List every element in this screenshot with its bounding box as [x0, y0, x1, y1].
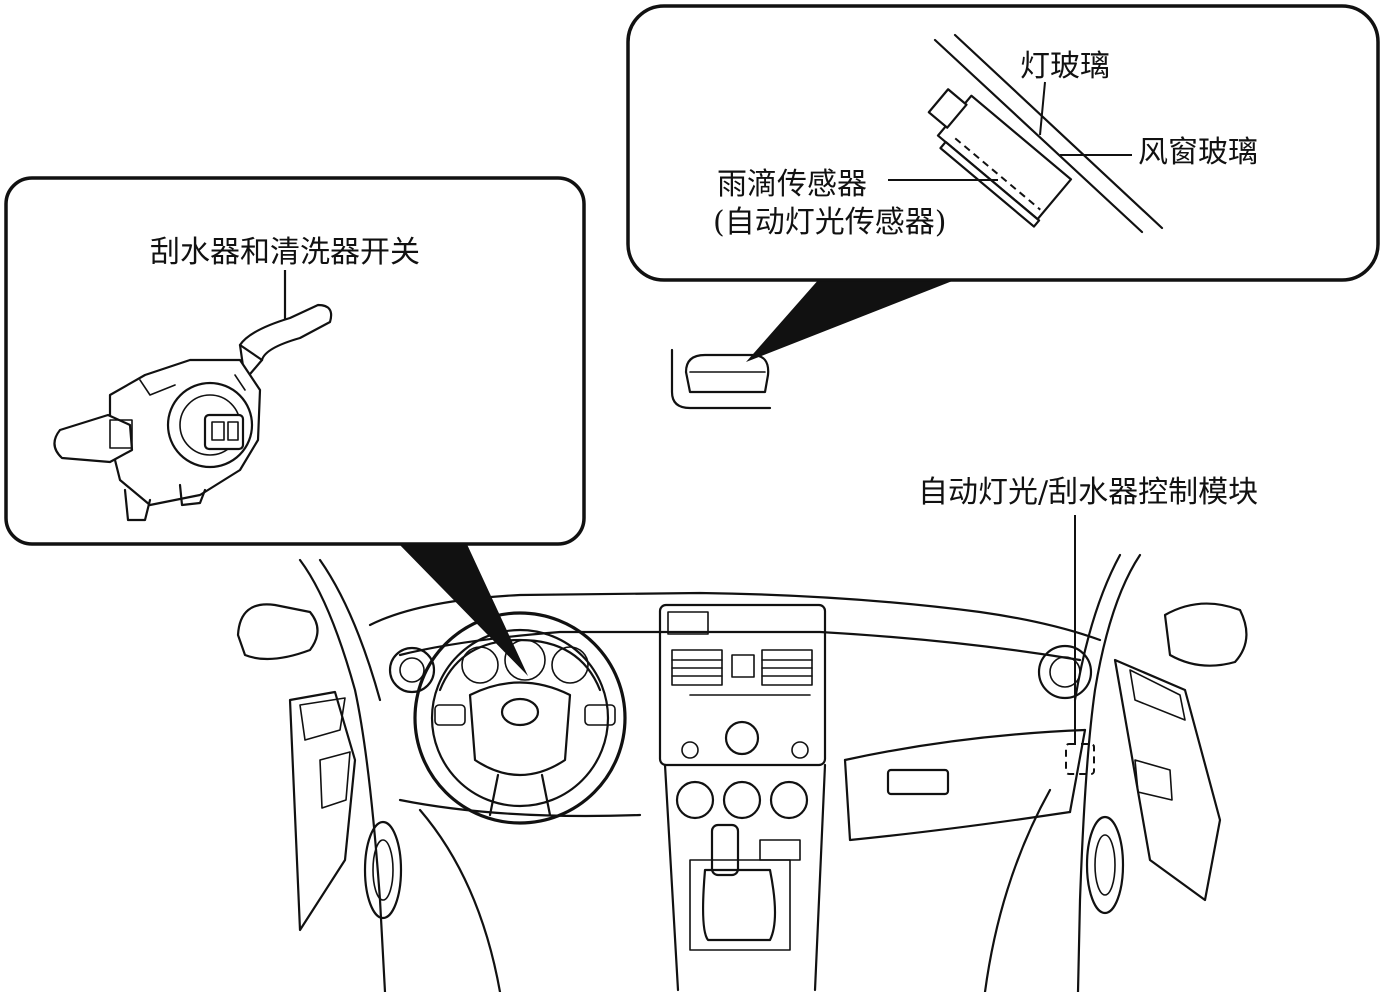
rain-sensor-illustration	[927, 88, 1073, 228]
dashboard-illustration	[236, 553, 1248, 992]
control-module-illustration	[1065, 743, 1095, 775]
rain-sensor-sublabel: (自动灯光传感器)	[713, 205, 947, 240]
wiper-switch-illustration	[53, 303, 333, 522]
rain-sensor-small	[670, 348, 772, 410]
lamp-glass-leader	[1039, 81, 1046, 136]
sensor-callout-pointer	[746, 278, 960, 362]
control-module-label: 自动灯光/刮水器控制模块	[918, 475, 1259, 510]
windshield-label: 风窗玻璃	[1138, 135, 1258, 170]
rain-sensor-label: 雨滴传感器	[717, 167, 867, 202]
lamp-glass-label: 灯玻璃	[1020, 49, 1110, 84]
wiper-callout-pointer	[395, 540, 528, 676]
wiper-switch-callout-box	[4, 176, 586, 546]
wiper-switch-label: 刮水器和清洗器开关	[150, 235, 420, 270]
windshield-glass-lines	[933, 33, 1164, 234]
